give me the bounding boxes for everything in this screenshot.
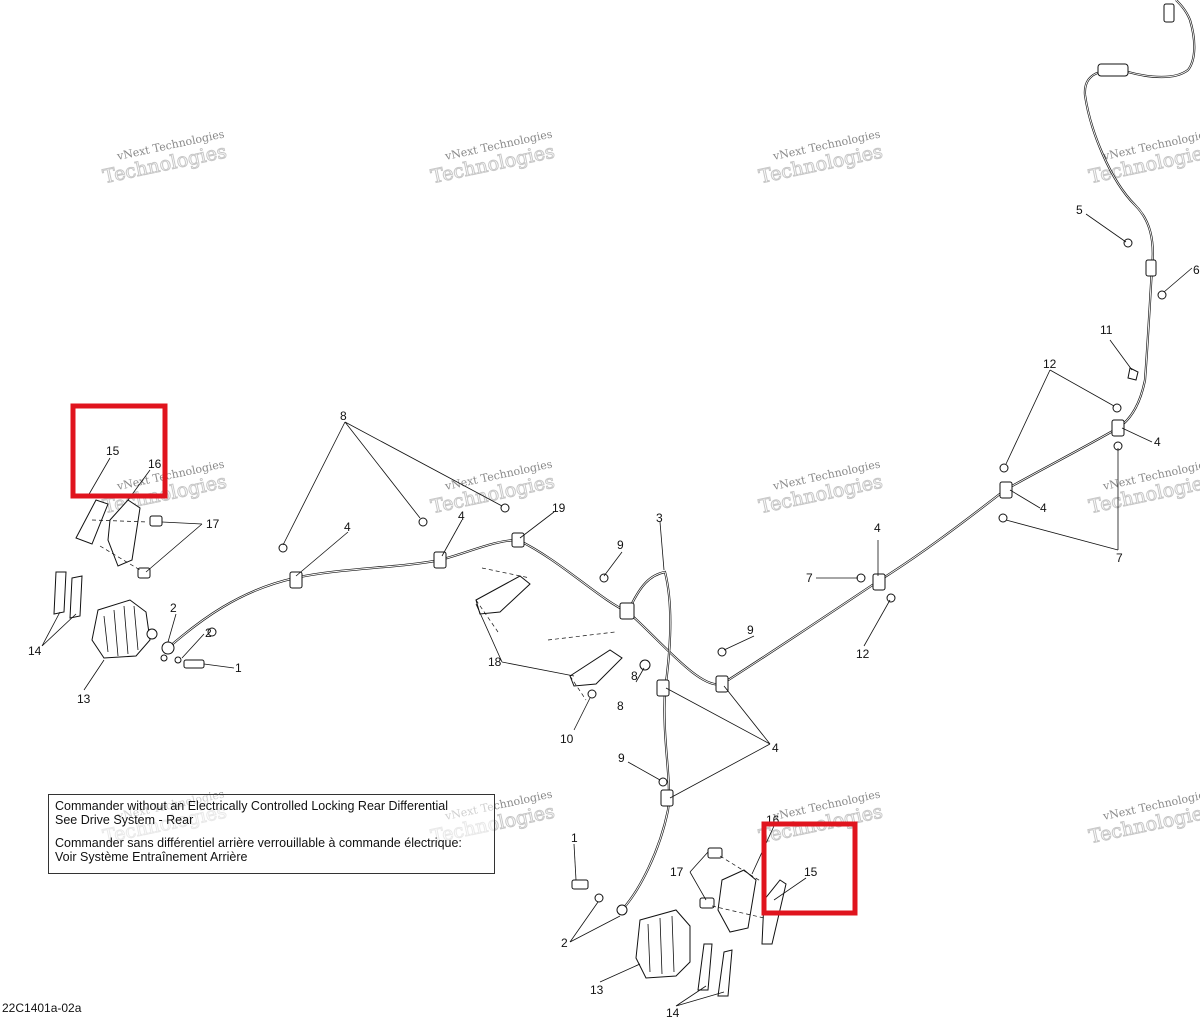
note-fr-line2: Voir Système Entraînement Arrière (55, 850, 248, 864)
brake-hose-top (1097, 0, 1196, 79)
callout-8: 8 (340, 409, 347, 423)
watermark: vNext Technologies Technologies (1087, 787, 1200, 848)
callout-7: 7 (806, 571, 813, 585)
callout-4: 4 (1154, 435, 1161, 449)
watermark: vNext Technologies Technologies (757, 457, 886, 518)
callout-3: 3 (656, 511, 663, 525)
callout-2: 2 (205, 626, 212, 640)
clamp (511, 532, 525, 548)
callout-16: 16 (148, 457, 162, 471)
hose-fitting (1097, 63, 1129, 77)
figure-code: 22C1401a-02a (2, 1001, 82, 1015)
callout-1: 1 (571, 831, 578, 845)
callout-2: 2 (561, 936, 568, 950)
nut (587, 689, 597, 699)
bracket-lower (547, 631, 623, 701)
watermark: vNext Technologies Technologies (1087, 127, 1200, 188)
nut (278, 543, 288, 553)
note-fr-line1: Commander sans différentiel arrière verr… (55, 836, 462, 850)
callout-9: 9 (618, 751, 625, 765)
callout-4: 4 (772, 741, 779, 755)
callout-12: 12 (856, 647, 870, 661)
clamp (999, 481, 1013, 499)
callout-18: 18 (488, 655, 502, 669)
callout-15: 15 (106, 444, 120, 458)
highlight-box (761, 821, 858, 916)
caliper-front-left (91, 599, 217, 669)
nut (658, 777, 668, 787)
clamp (619, 602, 635, 620)
clamp (289, 571, 303, 589)
clamp (1111, 419, 1125, 437)
note-box: Commander without an Electrically Contro… (48, 794, 495, 874)
watermark: vNext Technologies Technologies (101, 127, 230, 188)
clamp (1145, 259, 1157, 277)
nut (1112, 403, 1122, 413)
note-en-line1: Commander without an Electrically Contro… (55, 799, 449, 813)
hose-fitting (1163, 3, 1175, 23)
watermark: vNext Technologies Technologies (1087, 457, 1200, 518)
caliper-bracket-front-left (75, 499, 163, 579)
callout-15: 15 (804, 865, 818, 879)
clamp (433, 551, 447, 569)
callout-17: 17 (670, 865, 684, 879)
watermarks: vNext Technologies Technologies vNext Te… (101, 127, 1200, 848)
callout-6: 6 (1193, 263, 1200, 277)
callout-7: 7 (1116, 551, 1123, 565)
callouts: 8 4 4 19 3 9 9 8 8 10 9 4 18 7 4 12 7 4 … (28, 203, 1200, 1019)
callout-13: 13 (77, 692, 91, 706)
watermark: vNext Technologies Technologies (757, 127, 886, 188)
leader-lines (41, 213, 1193, 1007)
clamp (660, 789, 674, 807)
nut (998, 513, 1008, 523)
brake-hose-main (167, 70, 1154, 686)
callout-5: 5 (1076, 203, 1083, 217)
callout-19: 19 (552, 501, 566, 515)
clamp (656, 679, 670, 697)
callout-11: 11 (1100, 323, 1113, 337)
watermark: vNext Technologies Technologies (429, 127, 558, 188)
nut (1123, 238, 1133, 248)
nut (1157, 290, 1167, 300)
brake-pads-front-left (53, 571, 83, 619)
caliper-bracket-rear (699, 847, 787, 945)
callout-13: 13 (590, 983, 604, 997)
nut (639, 659, 651, 671)
caliper-rear (571, 879, 691, 979)
note-en-line2: See Drive System - Rear (55, 813, 194, 827)
fasteners (278, 238, 1167, 787)
nut (856, 573, 866, 583)
callout-12: 12 (1043, 357, 1057, 371)
callout-4: 4 (344, 520, 351, 534)
callout-4: 4 (1040, 501, 1047, 515)
callout-14: 14 (666, 1006, 680, 1019)
nut (500, 503, 510, 513)
callout-8: 8 (617, 699, 624, 713)
nut (886, 593, 896, 603)
brake-pads-rear (697, 943, 733, 997)
brake-hose-rear-branch (621, 570, 672, 911)
clamp (872, 573, 886, 591)
clamp (715, 675, 729, 693)
callout-4: 4 (458, 509, 465, 523)
nut (418, 517, 428, 527)
nut (599, 573, 609, 583)
callout-8: 8 (631, 669, 638, 683)
callout-10: 10 (560, 732, 574, 746)
clip (1127, 367, 1139, 381)
callout-9: 9 (617, 538, 624, 552)
callout-17: 17 (206, 517, 220, 531)
callout-4: 4 (874, 521, 881, 535)
highlight-box (70, 403, 168, 499)
callout-1: 1 (235, 661, 242, 675)
callout-14: 14 (28, 644, 42, 658)
watermark: vNext Technologies Technologies (429, 457, 558, 518)
callout-2: 2 (170, 601, 177, 615)
nut (999, 463, 1009, 473)
hose-clamps (289, 259, 1157, 807)
callout-9: 9 (747, 623, 754, 637)
